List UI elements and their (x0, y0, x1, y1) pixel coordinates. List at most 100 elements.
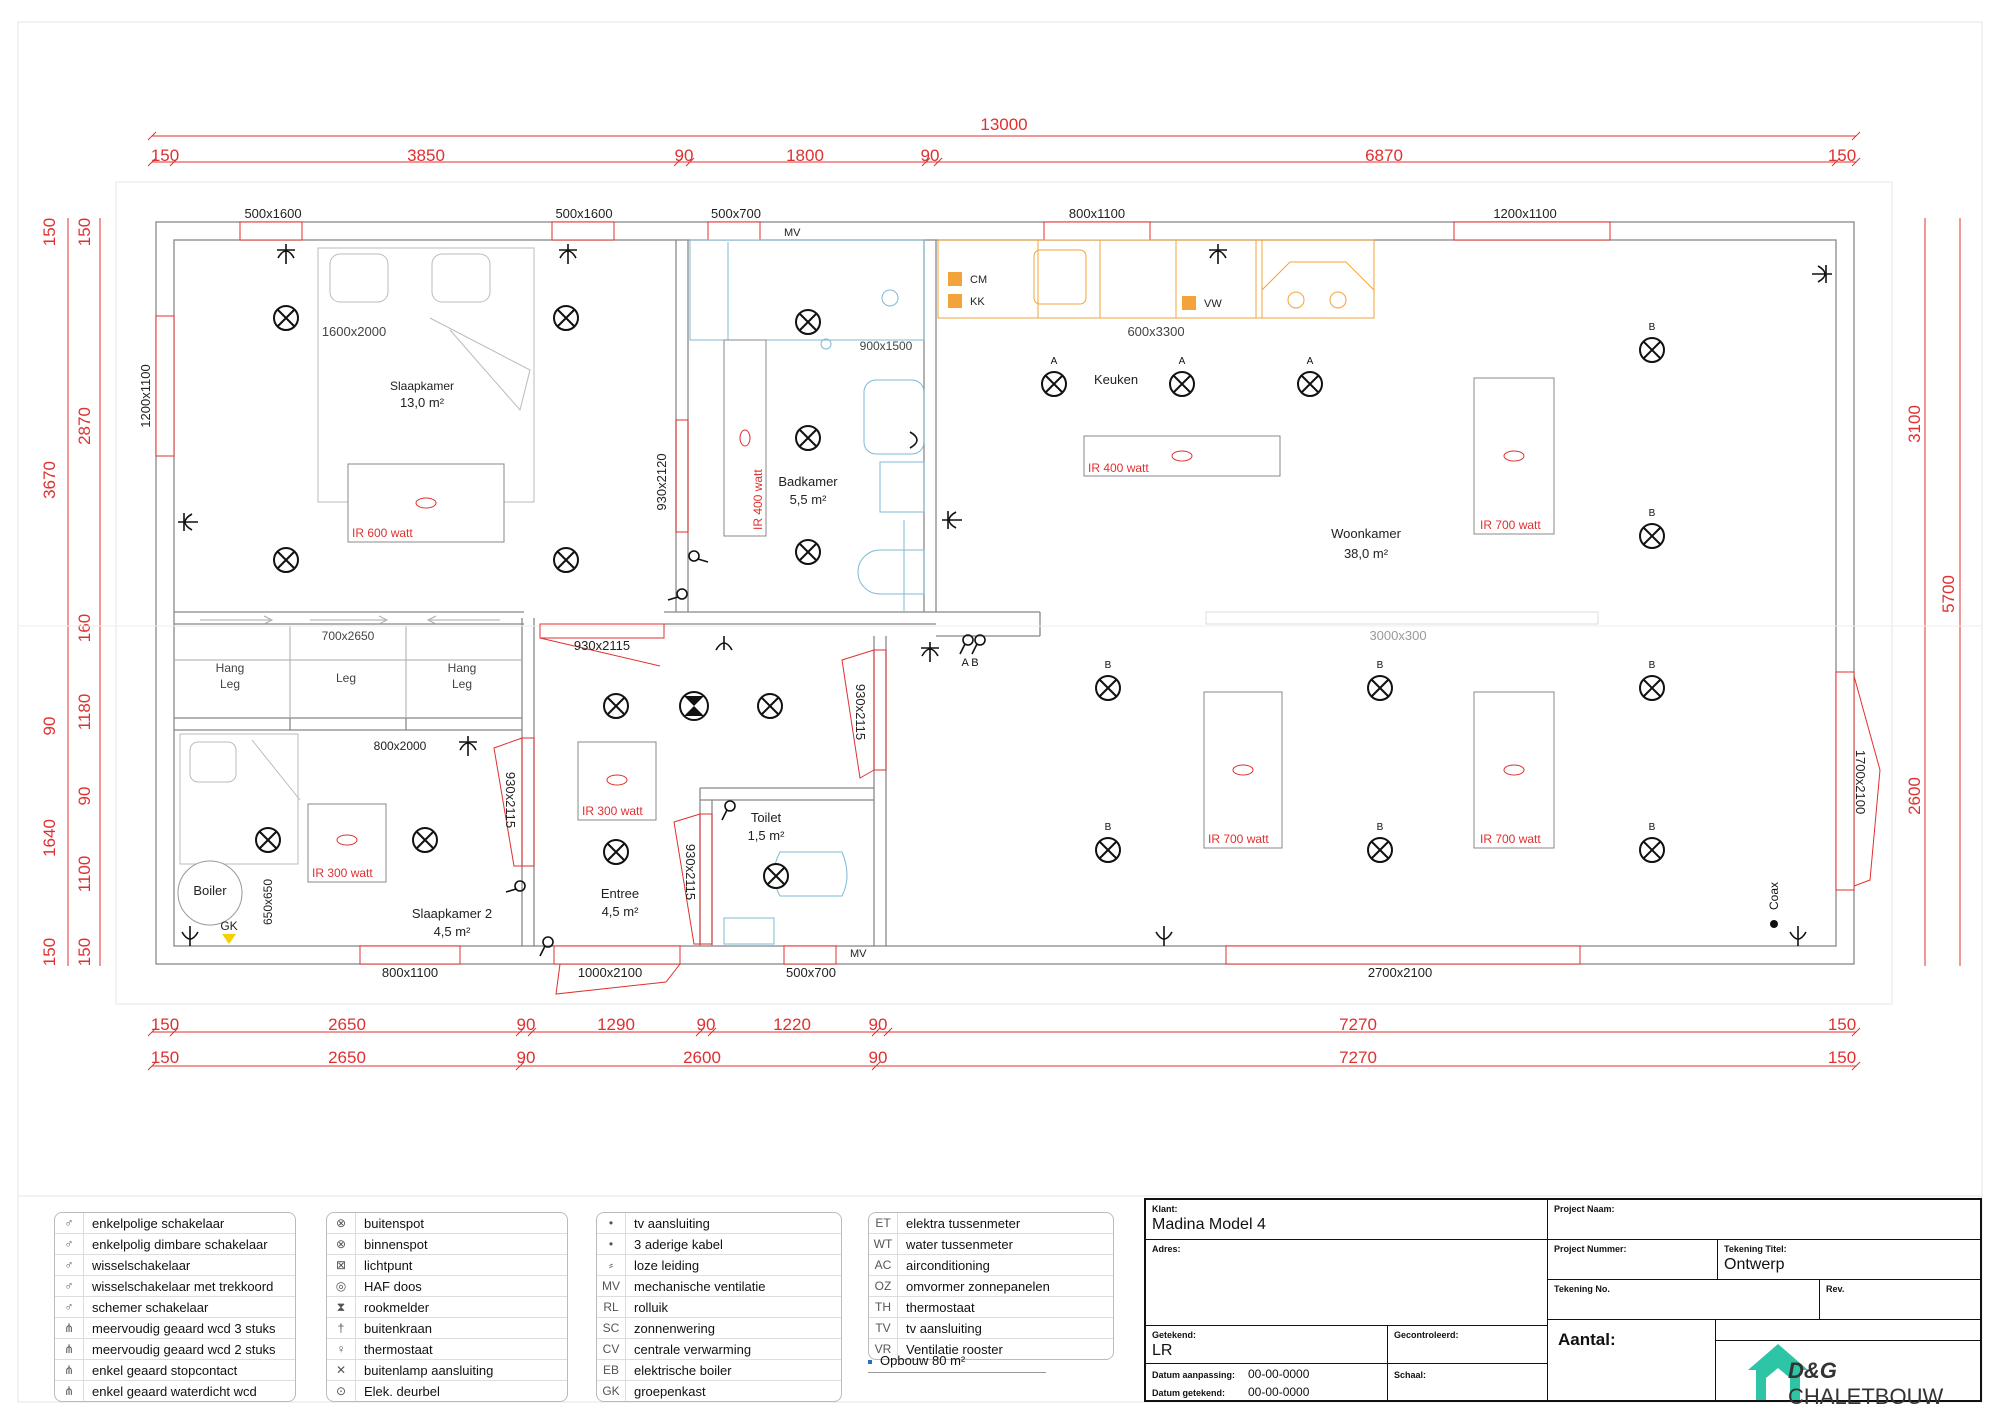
logo-text: D&G CHALETBOUW (1788, 1358, 1980, 1410)
light-points (255, 305, 1665, 889)
svg-text:800x1100: 800x1100 (1069, 206, 1125, 221)
tekening-titel-value: Ontwerp (1724, 1256, 1785, 1273)
tekening-no-label: Tekening No. (1554, 1284, 1610, 1294)
svg-text:A: A (1051, 356, 1058, 367)
light-point-icon (1639, 337, 1665, 363)
svg-text:Entree: Entree (601, 886, 639, 901)
dim-bottom-2: 150 (1828, 1048, 1856, 1067)
datum-getekend-value: 00-00-0000 (1248, 1385, 1310, 1399)
project-naam-cell: Project Naam: (1548, 1200, 1982, 1240)
legend-row: ✕buitenlamp aansluiting (327, 1360, 567, 1381)
waterproof-socket-icon: ⋔ (55, 1381, 84, 1401)
svg-text:1000x2100: 1000x2100 (578, 965, 642, 980)
thermostat-icon: ♀ (327, 1339, 356, 1359)
outdoor-tap-icon: † (327, 1318, 356, 1338)
getekend-value: LR (1152, 1342, 1173, 1359)
dim-top: 90 (675, 146, 694, 165)
legend-label: groepenkast (634, 1383, 706, 1399)
dim-bottom-2: 2600 (683, 1048, 721, 1067)
svg-text:Toilet: Toilet (751, 810, 782, 825)
appliance-labels: CM KK VW MV MV (784, 227, 1222, 960)
project-naam-label: Project Naam: (1554, 1204, 1615, 1214)
legend-label: tv aansluiting (634, 1215, 710, 1231)
legend-row: ⋔enkel geaard waterdicht wcd (55, 1381, 295, 1401)
svg-text:500x1600: 500x1600 (555, 206, 612, 221)
socket-icon: ⋔ (55, 1318, 84, 1338)
dim-overall: 13000 (980, 115, 1027, 134)
legend-switches-sockets: ♂enkelpolige schakelaar ♂enkelpolig dimb… (54, 1212, 296, 1402)
dim-bottom-1: 150 (1828, 1015, 1856, 1034)
datum-aanpassing-value: 00-00-0000 (1248, 1367, 1310, 1381)
schaal-cell: Schaal: (1388, 1364, 1548, 1402)
legend-code: ET (869, 1213, 898, 1233)
dim-top: 90 (921, 146, 940, 165)
legend-label: elektrische boiler (634, 1362, 732, 1378)
woonkamer-faint (1205, 611, 1599, 625)
legend-label: buitenlamp aansluiting (364, 1362, 494, 1378)
legend-row: ⸗loze leiding (597, 1255, 841, 1276)
svg-text:1,5 m²: 1,5 m² (748, 828, 786, 843)
svg-text:500x1600: 500x1600 (244, 206, 301, 221)
svg-text:930x2120: 930x2120 (654, 453, 669, 510)
dim-left-inner: 1180 (75, 694, 94, 731)
dim-left-inner: 2870 (75, 407, 94, 445)
svg-text:Leg: Leg (336, 671, 356, 685)
legend-label: lichtpunt (364, 1257, 413, 1273)
dim-bottom-1: 1290 (597, 1015, 635, 1034)
legend-row: ♂enkelpolig dimbare schakelaar (55, 1234, 295, 1255)
svg-text:IR 700 watt: IR 700 watt (1208, 832, 1269, 846)
gecontroleerd-cell: Gecontroleerd: (1388, 1326, 1548, 1364)
tekening-titel-label: Tekening Titel: (1724, 1244, 1787, 1254)
light-point-icon (1095, 675, 1121, 701)
logo-brand: D&G (1788, 1358, 1837, 1383)
light-point-icon (795, 425, 821, 451)
dim-left-inner: 150 (75, 218, 94, 246)
datum-cell: Datum aanpassing: 00-00-0000 Datum getek… (1146, 1364, 1388, 1402)
divider (868, 1372, 1046, 1373)
legend-row: ET elektra tussenmeter (869, 1213, 1113, 1234)
dim-top: 150 (151, 146, 179, 165)
legend-label: elektra tussenmeter (906, 1215, 1021, 1231)
light-point-icon (1367, 837, 1393, 863)
legend-installations: •tv aansluiting •3 aderige kabel ⸗loze l… (596, 1212, 842, 1402)
svg-text:1200x1100: 1200x1100 (1493, 206, 1556, 221)
svg-text:CM: CM (970, 274, 987, 286)
closet-dividers (174, 626, 522, 718)
svg-text:Woonkamer: Woonkamer (1331, 526, 1402, 541)
dim-bottom-2: 150 (151, 1048, 179, 1067)
datum-getekend-label: Datum getekend: (1152, 1388, 1226, 1398)
pull-cord-switch-icon: ♂ (55, 1276, 84, 1296)
legend-label: rookmelder (364, 1299, 430, 1315)
light-point-icon (757, 693, 783, 719)
legend-label: water tussenmeter (906, 1236, 1013, 1252)
svg-text:500x700: 500x700 (711, 206, 761, 221)
svg-text:5,5 m²: 5,5 m² (790, 492, 828, 507)
svg-text:IR 600 watt: IR 600 watt (352, 526, 413, 540)
spot-letters: A A A B B B B B B B B (1051, 322, 1656, 833)
dim-bottom-1: 90 (517, 1015, 536, 1034)
legend-row: ⊠lichtpunt (327, 1255, 567, 1276)
svg-text:B: B (1377, 822, 1384, 833)
socket-icon: ⋔ (55, 1360, 84, 1380)
socket-icon: ⋔ (55, 1339, 84, 1359)
doors (493, 419, 1881, 995)
getekend-label: Getekend: (1152, 1330, 1197, 1340)
svg-text:Slaapkamer 2: Slaapkamer 2 (412, 906, 492, 921)
svg-text:13,0 m²: 13,0 m² (400, 395, 445, 410)
rev-label: Rev. (1826, 1284, 1845, 1294)
legend-row: ⋔meervoudig geaard wcd 3 stuks (55, 1318, 295, 1339)
adres-label: Adres: (1152, 1244, 1181, 1254)
svg-text:B: B (1649, 508, 1656, 519)
ir-heaters (307, 339, 1555, 883)
smoke-detector-icon: ⧗ (327, 1297, 356, 1317)
dim-bottom-2: 90 (869, 1048, 888, 1067)
logo-divider (1716, 1340, 1982, 1341)
cable-icon: • (597, 1234, 626, 1254)
groepenkast-icon (222, 934, 236, 944)
svg-text:800x1100: 800x1100 (382, 965, 438, 980)
legend-code: TH (869, 1297, 898, 1317)
